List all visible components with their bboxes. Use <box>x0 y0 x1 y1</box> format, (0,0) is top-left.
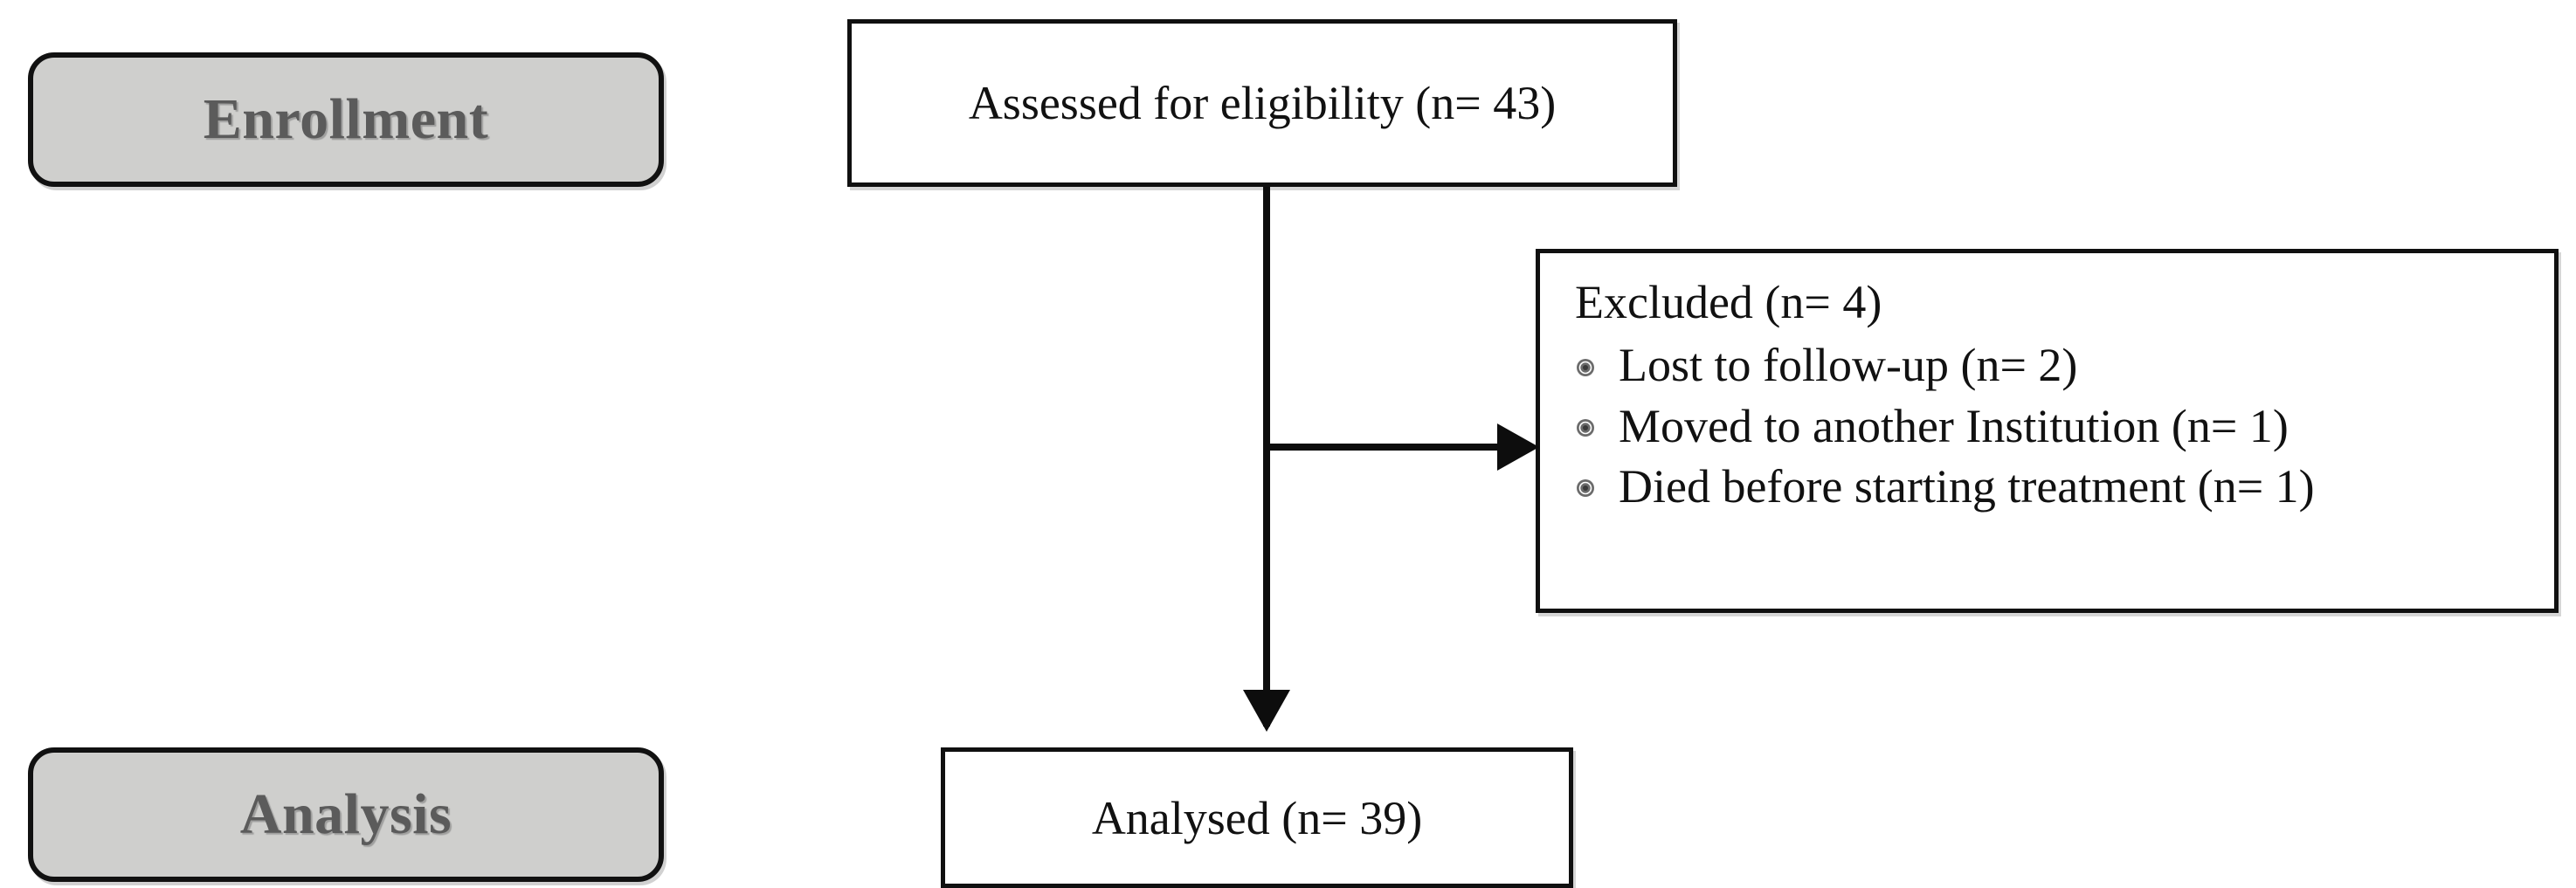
stage-label-enrollment-text: Enrollment <box>203 87 489 151</box>
right-arrowhead-icon <box>1497 423 1539 471</box>
excluded-reason-text: Lost to follow-up (n= 2) <box>1619 339 2078 392</box>
list-item: Moved to another Institution (n= 1) <box>1575 396 2554 457</box>
down-arrowhead-icon <box>1243 690 1290 732</box>
stage-label-enrollment: Enrollment <box>28 52 664 187</box>
node-assessed-for-eligibility: Assessed for eligibility (n= 43) <box>847 19 1677 187</box>
connector-assessed-to-excluded <box>1267 444 1501 451</box>
flower-bullet-icon <box>1575 357 1596 378</box>
node-excluded: Excluded (n= 4) Lost to follow-up (n= 2) <box>1536 249 2559 613</box>
list-item: Lost to follow-up (n= 2) <box>1575 335 2554 396</box>
node-analysed-text: Analysed (n= 39) <box>1091 791 1423 844</box>
list-item: Died before starting treatment (n= 1) <box>1575 457 2554 517</box>
node-excluded-title: Excluded (n= 4) <box>1575 276 1882 328</box>
node-analysed: Analysed (n= 39) <box>941 747 1573 888</box>
stage-label-analysis-text: Analysis <box>239 782 452 846</box>
excluded-reason-list: Lost to follow-up (n= 2) Moved to anothe… <box>1575 335 2554 516</box>
flower-bullet-icon <box>1575 478 1596 499</box>
excluded-reason-text: Moved to another Institution (n= 1) <box>1619 399 2289 452</box>
stage-label-analysis: Analysis <box>28 747 664 882</box>
connector-assessed-to-analysed <box>1263 187 1270 726</box>
flower-bullet-icon <box>1575 417 1596 438</box>
node-assessed-for-eligibility-text: Assessed for eligibility (n= 43) <box>968 77 1557 129</box>
excluded-reason-text: Died before starting treatment (n= 1) <box>1619 459 2315 513</box>
